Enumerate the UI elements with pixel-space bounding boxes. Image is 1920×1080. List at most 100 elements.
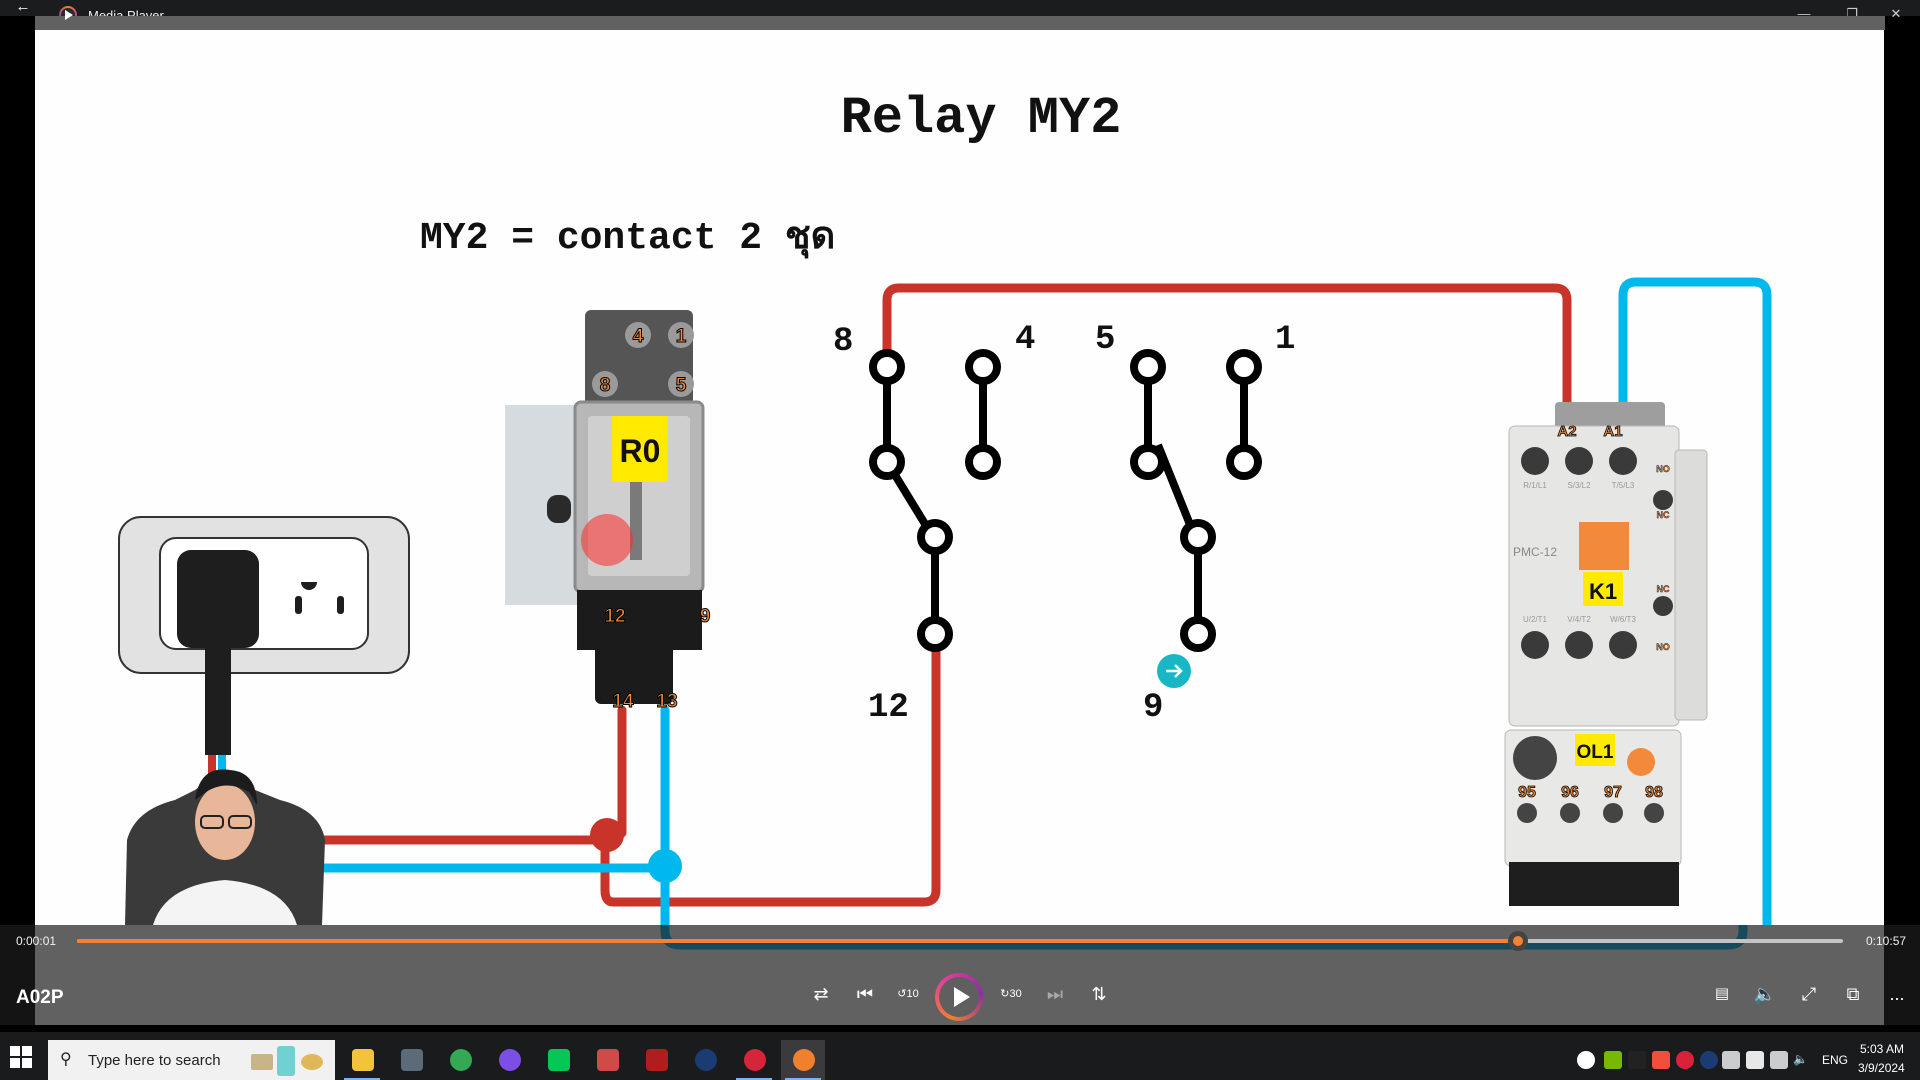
- shuffle-icon: ⇄: [813, 984, 829, 1004]
- file-explorer-icon: [352, 1049, 374, 1071]
- nvidia-icon[interactable]: [1604, 1051, 1622, 1069]
- plug: [177, 550, 259, 648]
- more-options-button[interactable]: ...: [1882, 979, 1912, 1009]
- relay-label-box: [612, 416, 668, 482]
- back-button[interactable]: ←: [12, 0, 34, 18]
- anydesk-app-icon: [744, 1049, 766, 1071]
- ol-terminal-98: 98: [1645, 784, 1663, 801]
- play-button[interactable]: [935, 973, 983, 1021]
- relay-terminal-4: 4: [633, 326, 644, 347]
- load-terminal-t1: U/2/T1: [1523, 615, 1548, 624]
- relay-terminal-1: 1: [676, 326, 687, 347]
- taskbar-app-snipping-tool[interactable]: [585, 1040, 629, 1080]
- taskbar-app-chrome[interactable]: [438, 1040, 482, 1080]
- contact-label-8: 8: [833, 323, 853, 361]
- previous-button[interactable]: ⏮: [850, 979, 880, 1009]
- video-frame[interactable]: Relay MY2 MY2 = contact 2 ชุด: [35, 30, 1884, 925]
- close-button[interactable]: ✕: [1876, 4, 1916, 24]
- ol-terminal-96: 96: [1561, 784, 1579, 801]
- relay-diagram: Relay MY2 MY2 = contact 2 ชุด: [118, 89, 1772, 925]
- contact-label-9: 9: [1143, 689, 1163, 727]
- red-wire-top: [882, 283, 1572, 415]
- taskbar-app-calculator[interactable]: [389, 1040, 433, 1080]
- taskbar-app-media-player[interactable]: [781, 1040, 825, 1080]
- taskbar-app-file-explorer[interactable]: [340, 1040, 384, 1080]
- mini-player-button[interactable]: ⧉: [1838, 979, 1868, 1009]
- seek-thumb[interactable]: [1508, 931, 1529, 951]
- running-indicator: [344, 1078, 380, 1080]
- speaker-icon[interactable]: 🔈: [1793, 1052, 1808, 1066]
- arrow-left-icon: ←: [15, 0, 31, 15]
- restore-icon: ❐: [1846, 6, 1858, 21]
- aux-contact-no-1: NO: [1656, 464, 1670, 474]
- contact-9-node: [1180, 616, 1216, 652]
- media-player-window: ← Media Player — ❐ ✕ Relay MY2 MY2 = con…: [0, 0, 1920, 1025]
- skip-forward-button[interactable]: ↻30: [996, 979, 1026, 1009]
- taskbar-app-steam[interactable]: [683, 1040, 727, 1080]
- red-junction: [590, 818, 624, 852]
- taskbar-app-cx-programmer[interactable]: [634, 1040, 678, 1080]
- contact-12-node: [917, 616, 953, 652]
- clock-date[interactable]: 3/9/2024: [1858, 1061, 1905, 1075]
- taskbar-app-anydesk-app[interactable]: [732, 1040, 776, 1080]
- start-button[interactable]: [10, 1046, 32, 1068]
- network-icon[interactable]: [1770, 1051, 1788, 1069]
- camera-icon[interactable]: [1722, 1051, 1740, 1069]
- language-indicator[interactable]: ENG: [1822, 1053, 1849, 1067]
- contact-label-5: 5: [1095, 321, 1115, 359]
- aux-contact-nc-1: NC: [1657, 510, 1670, 520]
- seek-bar[interactable]: [77, 931, 1843, 951]
- fullscreen-button[interactable]: ⤢: [1794, 979, 1824, 1009]
- ol-terminal-97: 97: [1604, 784, 1622, 801]
- contact-schematic: [869, 349, 1262, 652]
- captions-icon: ▤: [1714, 985, 1730, 1002]
- taskbar-app-circle-app[interactable]: [487, 1040, 531, 1080]
- contact-label-12: 12: [868, 689, 909, 727]
- skip-forward-30-icon: ↻30: [1000, 988, 1022, 1000]
- line-icon: [548, 1049, 570, 1071]
- fullscreen-icon: ⤢: [1801, 984, 1817, 1004]
- contactor-model: PMC-12: [1513, 545, 1557, 559]
- title-bar-overlay: [35, 16, 1885, 30]
- seek-bar-played: [77, 939, 1519, 943]
- search-icon: ⚲: [60, 1051, 72, 1068]
- security-icon[interactable]: [1746, 1051, 1764, 1069]
- steam-tray-icon[interactable]: [1700, 1051, 1718, 1069]
- next-button[interactable]: ⏭: [1040, 979, 1070, 1009]
- relay-terminal-13: 13: [656, 691, 677, 712]
- line-terminal-l1: R/1/L1: [1523, 481, 1547, 490]
- wire-overlay: [660, 925, 1748, 950]
- coil-terminal-a2: A2: [1557, 423, 1576, 440]
- plug-cable: [205, 645, 231, 755]
- skip-back-button[interactable]: ↺10: [893, 979, 923, 1009]
- shuffle-button[interactable]: ⇄: [806, 979, 836, 1009]
- close-icon: ✕: [1890, 6, 1902, 21]
- taskbar-app-line[interactable]: [536, 1040, 580, 1080]
- xp-pen-icon[interactable]: [1628, 1051, 1646, 1069]
- app-a-icon[interactable]: [1676, 1051, 1694, 1069]
- relay-terminal-5: 5: [676, 375, 687, 396]
- app-red-icon[interactable]: [1652, 1051, 1670, 1069]
- relay-terminal-14: 14: [612, 691, 634, 712]
- slide-subtitle: MY2 = contact 2 ชุด: [420, 217, 835, 260]
- relay-terminal-8: 8: [600, 375, 611, 396]
- location-icon[interactable]: [1577, 1051, 1595, 1069]
- line-terminal-l2: S/3/L2: [1567, 481, 1591, 490]
- repeat-button[interactable]: ⇅: [1084, 979, 1114, 1009]
- taskbar-search[interactable]: ⚲ Type here to search: [48, 1040, 335, 1080]
- running-indicator: [736, 1078, 772, 1080]
- captions-button[interactable]: ▤: [1707, 979, 1737, 1009]
- volume-button[interactable]: 🔈: [1750, 979, 1780, 1009]
- clock-time[interactable]: 5:03 AM: [1860, 1042, 1905, 1056]
- circle-app-icon: [499, 1049, 521, 1071]
- aux-contact-nc-2: NC: [1657, 584, 1670, 594]
- contact-5-node: [1130, 349, 1166, 385]
- play-icon: [954, 987, 970, 1007]
- overload-label: OL1: [1577, 742, 1614, 763]
- slide-title: Relay MY2: [841, 89, 1122, 148]
- restore-button[interactable]: ❐: [1832, 4, 1872, 24]
- contact-8-node: [869, 349, 905, 385]
- relay-terminal-9: 9: [700, 606, 711, 627]
- ol-terminal-95: 95: [1518, 784, 1536, 801]
- relay-r0: R0 4 1 8 5 12 9 14 13: [505, 310, 711, 713]
